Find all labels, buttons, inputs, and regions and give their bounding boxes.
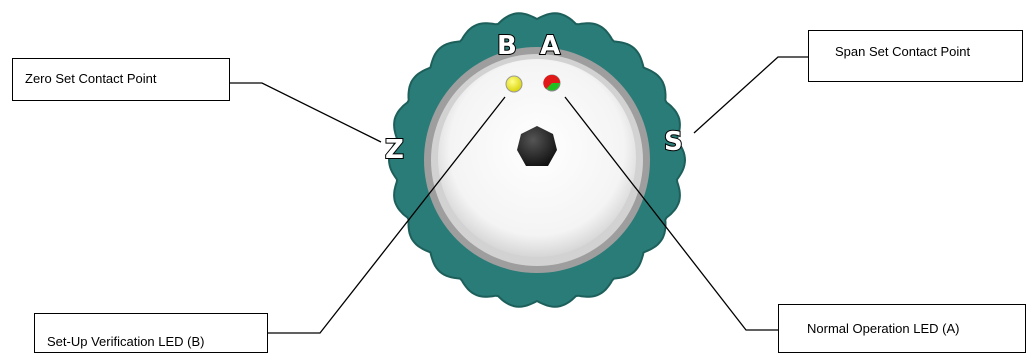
leader-span-set <box>694 57 808 133</box>
callout-zero-set: Zero Set Contact Point <box>12 58 230 101</box>
letter-b-label: B <box>497 31 517 61</box>
letter-z-label: Z <box>385 135 404 165</box>
callout-normal-led-label: Normal Operation LED (A) <box>807 321 959 337</box>
callout-setup-led: Set-Up Verification LED (B) <box>34 313 268 353</box>
callout-span-set-label: Span Set Contact Point <box>835 44 970 60</box>
callout-zero-set-label: Zero Set Contact Point <box>25 71 157 87</box>
leader-zero-set <box>230 83 381 142</box>
letter-a-label: A <box>540 31 560 61</box>
callout-normal-led: Normal Operation LED (A) <box>778 304 1026 353</box>
led-a-icon <box>543 75 560 91</box>
led-b-icon <box>506 76 522 92</box>
callout-span-set: Span Set Contact Point <box>808 30 1023 82</box>
letter-s-label: S <box>664 127 683 157</box>
callout-setup-led-label: Set-Up Verification LED (B) <box>47 334 205 350</box>
